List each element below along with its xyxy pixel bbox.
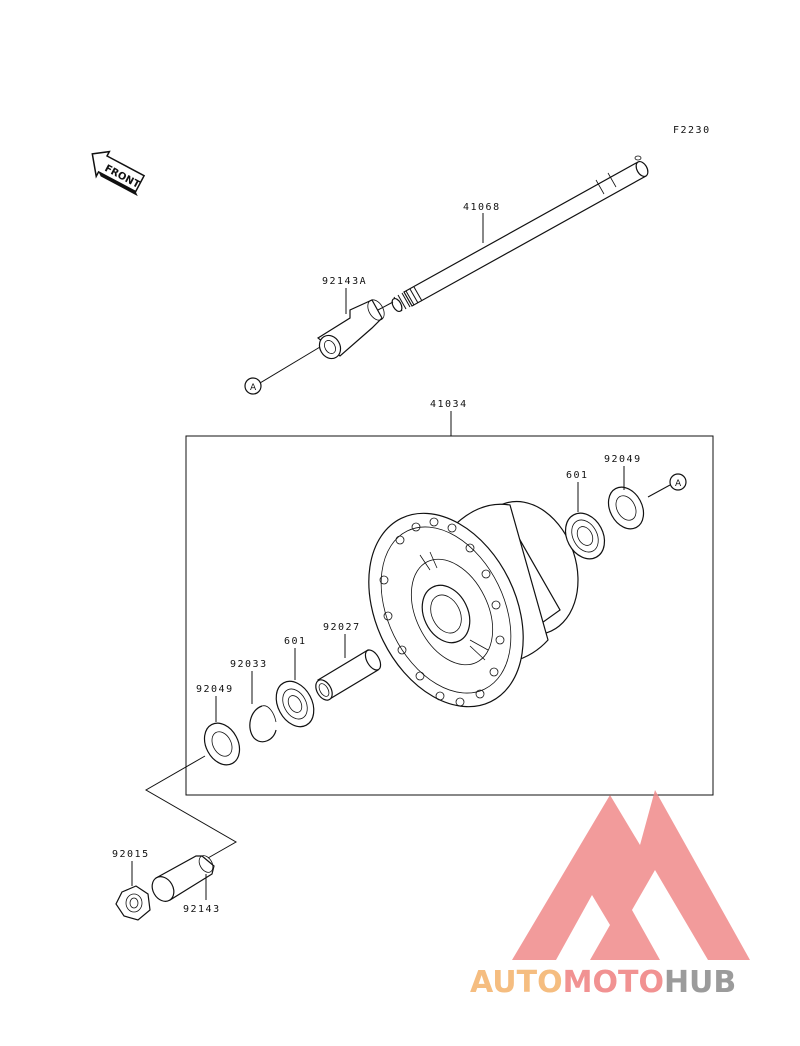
collar-part-number: 92143	[183, 904, 221, 915]
seal-left-part-number: 92049	[196, 684, 234, 695]
axle-thread	[391, 286, 423, 313]
callout-a-left	[244, 377, 262, 395]
watermark-triangle-icon	[512, 790, 750, 960]
axle	[391, 155, 649, 313]
axle-collar	[316, 299, 385, 360]
bearing-left-part-number: 601	[284, 636, 307, 647]
collar	[151, 855, 215, 902]
bearing-left	[275, 680, 315, 728]
nut	[115, 885, 151, 921]
axle-part-number: 41068	[463, 202, 501, 213]
watermark-text-moto: MOTO	[563, 965, 664, 1000]
bearing-right-part-number: 601	[566, 470, 589, 481]
circlip	[249, 705, 277, 743]
seal-left	[203, 722, 241, 766]
hub-assembly-part-number: 41034	[430, 399, 468, 410]
spacer	[315, 649, 382, 701]
seal-right	[607, 486, 645, 530]
wheel-hub	[368, 500, 579, 708]
diagram-code: F2230	[673, 125, 711, 136]
watermark-text-hub: HUB	[664, 965, 736, 1000]
seal-right-axis-line	[647, 484, 671, 498]
axle-collar-axis-line	[259, 346, 321, 384]
front-arrow-icon: FRONT	[91, 150, 146, 197]
seal-right-part-number: 92049	[604, 454, 642, 465]
callout-a-right-label: A	[675, 479, 682, 489]
axle-collar-part-number: 92143A	[322, 276, 367, 287]
watermark-logo: AUTOMOTOHUB	[470, 790, 750, 1000]
spacer-part-number: 92027	[323, 622, 361, 633]
watermark-text: AUTOMOTOHUB	[470, 965, 736, 1000]
bearing-right	[564, 512, 606, 560]
callout-a-right	[669, 473, 687, 491]
circlip-part-number: 92033	[230, 659, 268, 670]
axle-collar-to-axle-line	[377, 301, 394, 311]
nut-part-number: 92015	[112, 849, 150, 860]
watermark-text-auto: AUTO	[470, 965, 563, 1000]
callout-a-left-label: A	[250, 383, 257, 393]
assembly-axis-line	[144, 755, 238, 859]
hub-assembly-frame	[185, 435, 714, 796]
